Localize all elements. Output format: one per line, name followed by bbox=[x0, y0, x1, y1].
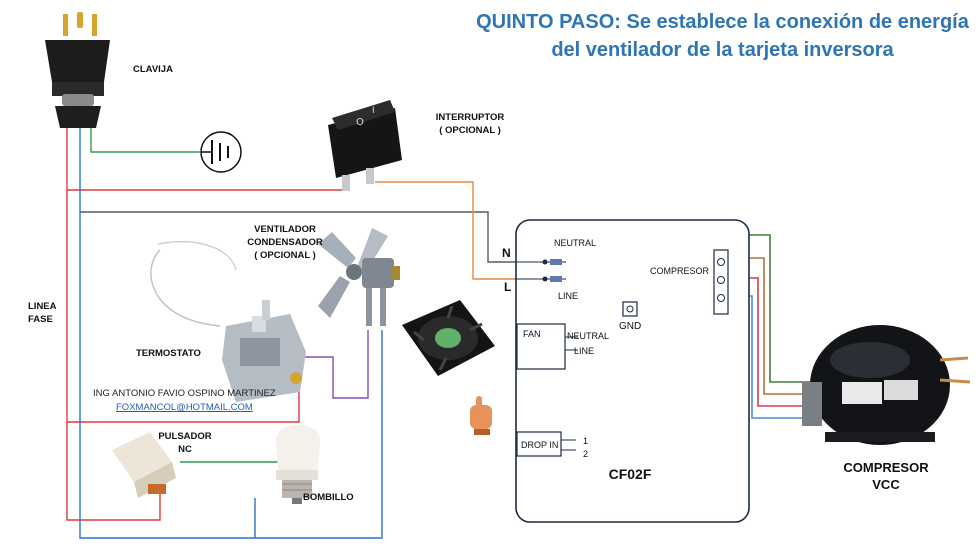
wire-blue-line bbox=[79, 110, 383, 539]
box-fan-icon bbox=[402, 300, 495, 376]
plug-icon bbox=[45, 12, 110, 128]
pushbutton-sublabel: NC bbox=[178, 444, 192, 455]
wire-orange-line bbox=[375, 181, 545, 280]
wire-red-thermo bbox=[67, 392, 300, 423]
wire-green-ground bbox=[90, 110, 200, 153]
switch-label: INTERRUPTOR bbox=[435, 112, 505, 123]
pointing-hand-icon bbox=[470, 396, 492, 435]
neutral-terminal bbox=[516, 259, 566, 265]
drop-in-connector bbox=[516, 431, 562, 457]
fan-line-label: LINE bbox=[574, 346, 595, 356]
control-board bbox=[515, 219, 750, 523]
drop-in-label: DROP IN bbox=[521, 440, 559, 450]
push-button-icon bbox=[112, 432, 176, 498]
gnd-terminal bbox=[622, 301, 638, 317]
fan-motor-label: VENTILADOR bbox=[254, 224, 316, 235]
line-terminal bbox=[516, 276, 566, 282]
line-label: LINEA bbox=[28, 301, 57, 312]
gnd-label: GND bbox=[619, 321, 642, 332]
compressor-connector bbox=[713, 249, 729, 315]
bulb-icon bbox=[276, 425, 320, 504]
fan-label: FAN bbox=[523, 329, 541, 339]
wire-purple-thermo bbox=[300, 330, 369, 399]
plug-label: CLAVIJA bbox=[133, 64, 173, 75]
fan-motor-sublabel: CONDENSADOR bbox=[247, 237, 323, 248]
ground-icon bbox=[200, 131, 242, 173]
compressor-sublabel: VCC bbox=[872, 477, 900, 492]
drop-pin-1-label: 1 bbox=[583, 436, 589, 446]
fan-motor-optional: ( OPCIONAL ) bbox=[254, 250, 316, 261]
l-pin-label: L bbox=[504, 280, 512, 294]
wire-red-line bbox=[66, 110, 161, 521]
bulb-label: BOMBILLO bbox=[303, 492, 354, 503]
thermostat-icon bbox=[150, 241, 306, 402]
fan-connector bbox=[516, 323, 566, 370]
drop-pin-2-label: 2 bbox=[583, 449, 589, 459]
page-title: QUINTO PASO: Se establece la conexión de… bbox=[476, 11, 969, 61]
svg-text:O: O bbox=[356, 117, 364, 128]
neutral-label: NEUTRAL bbox=[554, 238, 597, 248]
pushbutton-label: PULSADOR bbox=[158, 431, 212, 442]
rocker-switch-icon: O I bbox=[328, 100, 402, 191]
fan-neutral-label: NEUTRAL bbox=[567, 331, 610, 341]
phase-label: FASE bbox=[28, 314, 53, 325]
board-model-label: CF02F bbox=[608, 466, 652, 482]
compressor-block-label: COMPRESOR bbox=[650, 266, 710, 276]
svg-text:I: I bbox=[372, 106, 375, 116]
author-credit: ING ANTONIO FAVIO OSPINO MARTINEZ bbox=[93, 388, 276, 399]
switch-sublabel: ( OPCIONAL ) bbox=[439, 125, 501, 136]
compressor-icon bbox=[802, 325, 971, 445]
condenser-fan-motor-icon bbox=[318, 228, 400, 326]
author-email[interactable]: FOXMANCOL@HOTMAIL.COM bbox=[116, 402, 253, 413]
n-pin-label: N bbox=[502, 246, 511, 260]
compressor-label: COMPRESOR bbox=[843, 460, 929, 475]
thermostat-label: TERMOSTATO bbox=[136, 348, 201, 359]
line-pin-label: LINE bbox=[558, 291, 579, 301]
